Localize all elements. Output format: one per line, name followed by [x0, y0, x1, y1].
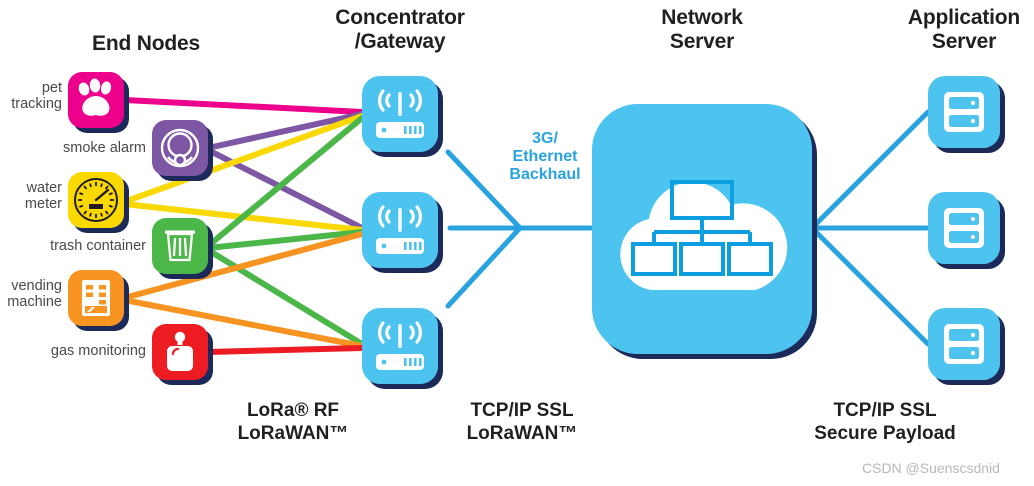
link-trash-container-gw1: [205, 115, 365, 249]
application-server-1[interactable]: [928, 76, 1000, 148]
gateway-antenna-icon: [376, 205, 424, 254]
end-node-trash-container[interactable]: [152, 218, 208, 274]
end-node-pet-tracking[interactable]: [68, 72, 124, 128]
server-rack-icon: [944, 208, 984, 248]
backhaul-label: 3G/ Ethernet Backhaul: [509, 130, 581, 183]
link-pet-tracking-gw1: [121, 97, 365, 115]
protocol-label-lora-rf: LoRa® RF LoRaWAN™: [237, 400, 349, 444]
column-title-end-nodes: End Nodes: [92, 32, 200, 55]
link-vending-machine-gw2: [121, 231, 365, 301]
gateway-antenna-icon: [376, 89, 424, 138]
link-water-meter-gw1: [121, 113, 365, 205]
app-server-links: [809, 109, 931, 347]
gateway-3[interactable]: [362, 308, 438, 384]
link-gas-monitoring-gw3: [205, 345, 365, 355]
protocol-label-tcpip-lorawan: TCP/IP SSL LoRaWAN™: [466, 400, 578, 444]
gateway-2[interactable]: [362, 192, 438, 268]
column-title-application-server: Application Server: [907, 6, 1021, 54]
end-node-gas-monitoring[interactable]: [152, 324, 208, 380]
link-gw3-junction: [445, 225, 523, 309]
end-node-label-trash-container: trash container: [50, 238, 146, 254]
watermark: CSDN @Suenscsdnid: [862, 460, 1000, 476]
gateway-antenna-icon: [376, 321, 424, 370]
column-title-network-server: Network Server: [661, 6, 743, 54]
paw-print-icon: [78, 78, 112, 116]
application-server-2[interactable]: [928, 192, 1000, 264]
protocol-label-tcpip-secure-payload: TCP/IP SSL Secure Payload: [814, 400, 956, 444]
application-server-3[interactable]: [928, 308, 1000, 380]
trash-container-icon: [165, 230, 195, 262]
cloud-network-icon: [620, 180, 788, 290]
column-title-concentrator-gateway: Concentrator /Gateway: [335, 6, 465, 54]
vending-machine-icon: [82, 280, 110, 316]
water-meter-icon: [74, 178, 118, 222]
link-gw1-junction: [445, 149, 523, 231]
network-server-tile[interactable]: [592, 104, 812, 354]
end-node-label-water-meter: water meter: [24, 180, 62, 213]
end-node-smoke-alarm[interactable]: [152, 120, 208, 176]
server-rack-icon: [944, 324, 984, 364]
gateway-1[interactable]: [362, 76, 438, 152]
gas-cylinder-icon: [167, 331, 193, 371]
lora-rf-links: [121, 97, 365, 355]
link-smoke-alarm-gw1: [205, 111, 365, 151]
end-node-label-smoke-alarm: smoke alarm: [63, 140, 146, 156]
link-cloud-appserver-3: [809, 225, 931, 347]
end-node-water-meter[interactable]: [68, 172, 124, 228]
link-trash-container-gw2: [205, 229, 365, 251]
backhaul-links: [445, 149, 595, 309]
end-node-label-pet-tracking: pet tracking: [11, 80, 62, 113]
end-node-vending-machine[interactable]: [68, 270, 124, 326]
link-cloud-appserver-1: [809, 109, 931, 231]
end-node-label-gas-monitoring: gas monitoring: [50, 343, 146, 359]
end-node-label-vending-machine: vending machine: [7, 278, 62, 311]
server-rack-icon: [944, 92, 984, 132]
link-vending-machine-gw3: [121, 297, 365, 349]
